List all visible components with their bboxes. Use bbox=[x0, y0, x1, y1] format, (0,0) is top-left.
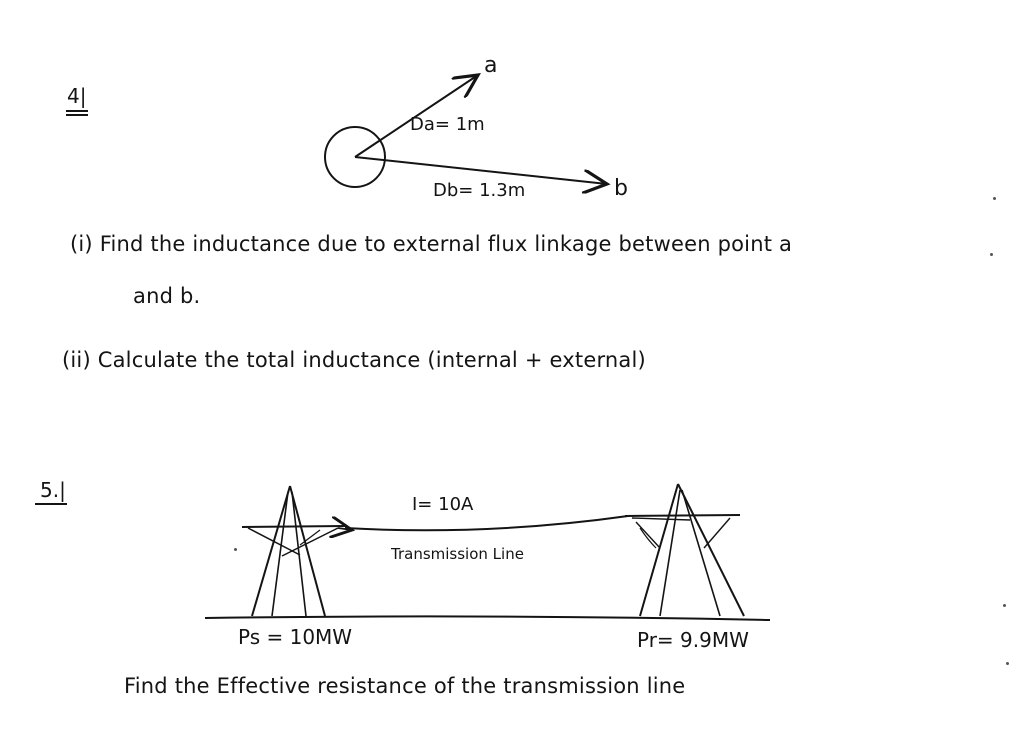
question-4-number: 4| bbox=[67, 84, 87, 108]
sending-tower bbox=[241, 485, 346, 617]
conductor-circle bbox=[324, 126, 386, 188]
question-4-underline bbox=[66, 110, 88, 112]
question-5-number: 5.| bbox=[40, 478, 66, 502]
receiving-tower bbox=[624, 483, 745, 617]
distance-a-label: Da= 1m bbox=[410, 114, 485, 135]
margin-dot bbox=[993, 197, 996, 200]
question-4-part-i-line-2: and b. bbox=[133, 284, 201, 308]
margin-dot bbox=[990, 253, 993, 256]
margin-dot bbox=[234, 548, 237, 551]
margin-dot bbox=[1006, 662, 1009, 665]
sending-power-label: Ps = 10MW bbox=[238, 625, 352, 649]
receiving-power-label: Pr= 9.9MW bbox=[637, 628, 749, 652]
question-5-underline bbox=[35, 503, 67, 505]
question-4-part-ii: (ii) Calculate the total inductance (int… bbox=[62, 348, 646, 372]
current-arrow bbox=[338, 528, 352, 530]
conductor-line bbox=[344, 515, 629, 532]
point-b-label: b bbox=[614, 176, 628, 201]
transmission-line-label: Transmission Line bbox=[390, 545, 524, 563]
distance-b-label: Db= 1.3m bbox=[433, 180, 525, 201]
ground-line bbox=[204, 615, 771, 621]
question-4-part-i-line-1: (i) Find the inductance due to external … bbox=[70, 232, 793, 256]
distance-a-line bbox=[354, 75, 478, 158]
margin-dot bbox=[1003, 604, 1006, 607]
current-label: I= 10A bbox=[412, 494, 474, 515]
question-5-text: Find the Effective resistance of the tra… bbox=[124, 674, 686, 698]
point-a-label: a bbox=[484, 53, 497, 78]
question-4-underline-2 bbox=[66, 114, 88, 116]
distance-b-line bbox=[354, 156, 607, 184]
